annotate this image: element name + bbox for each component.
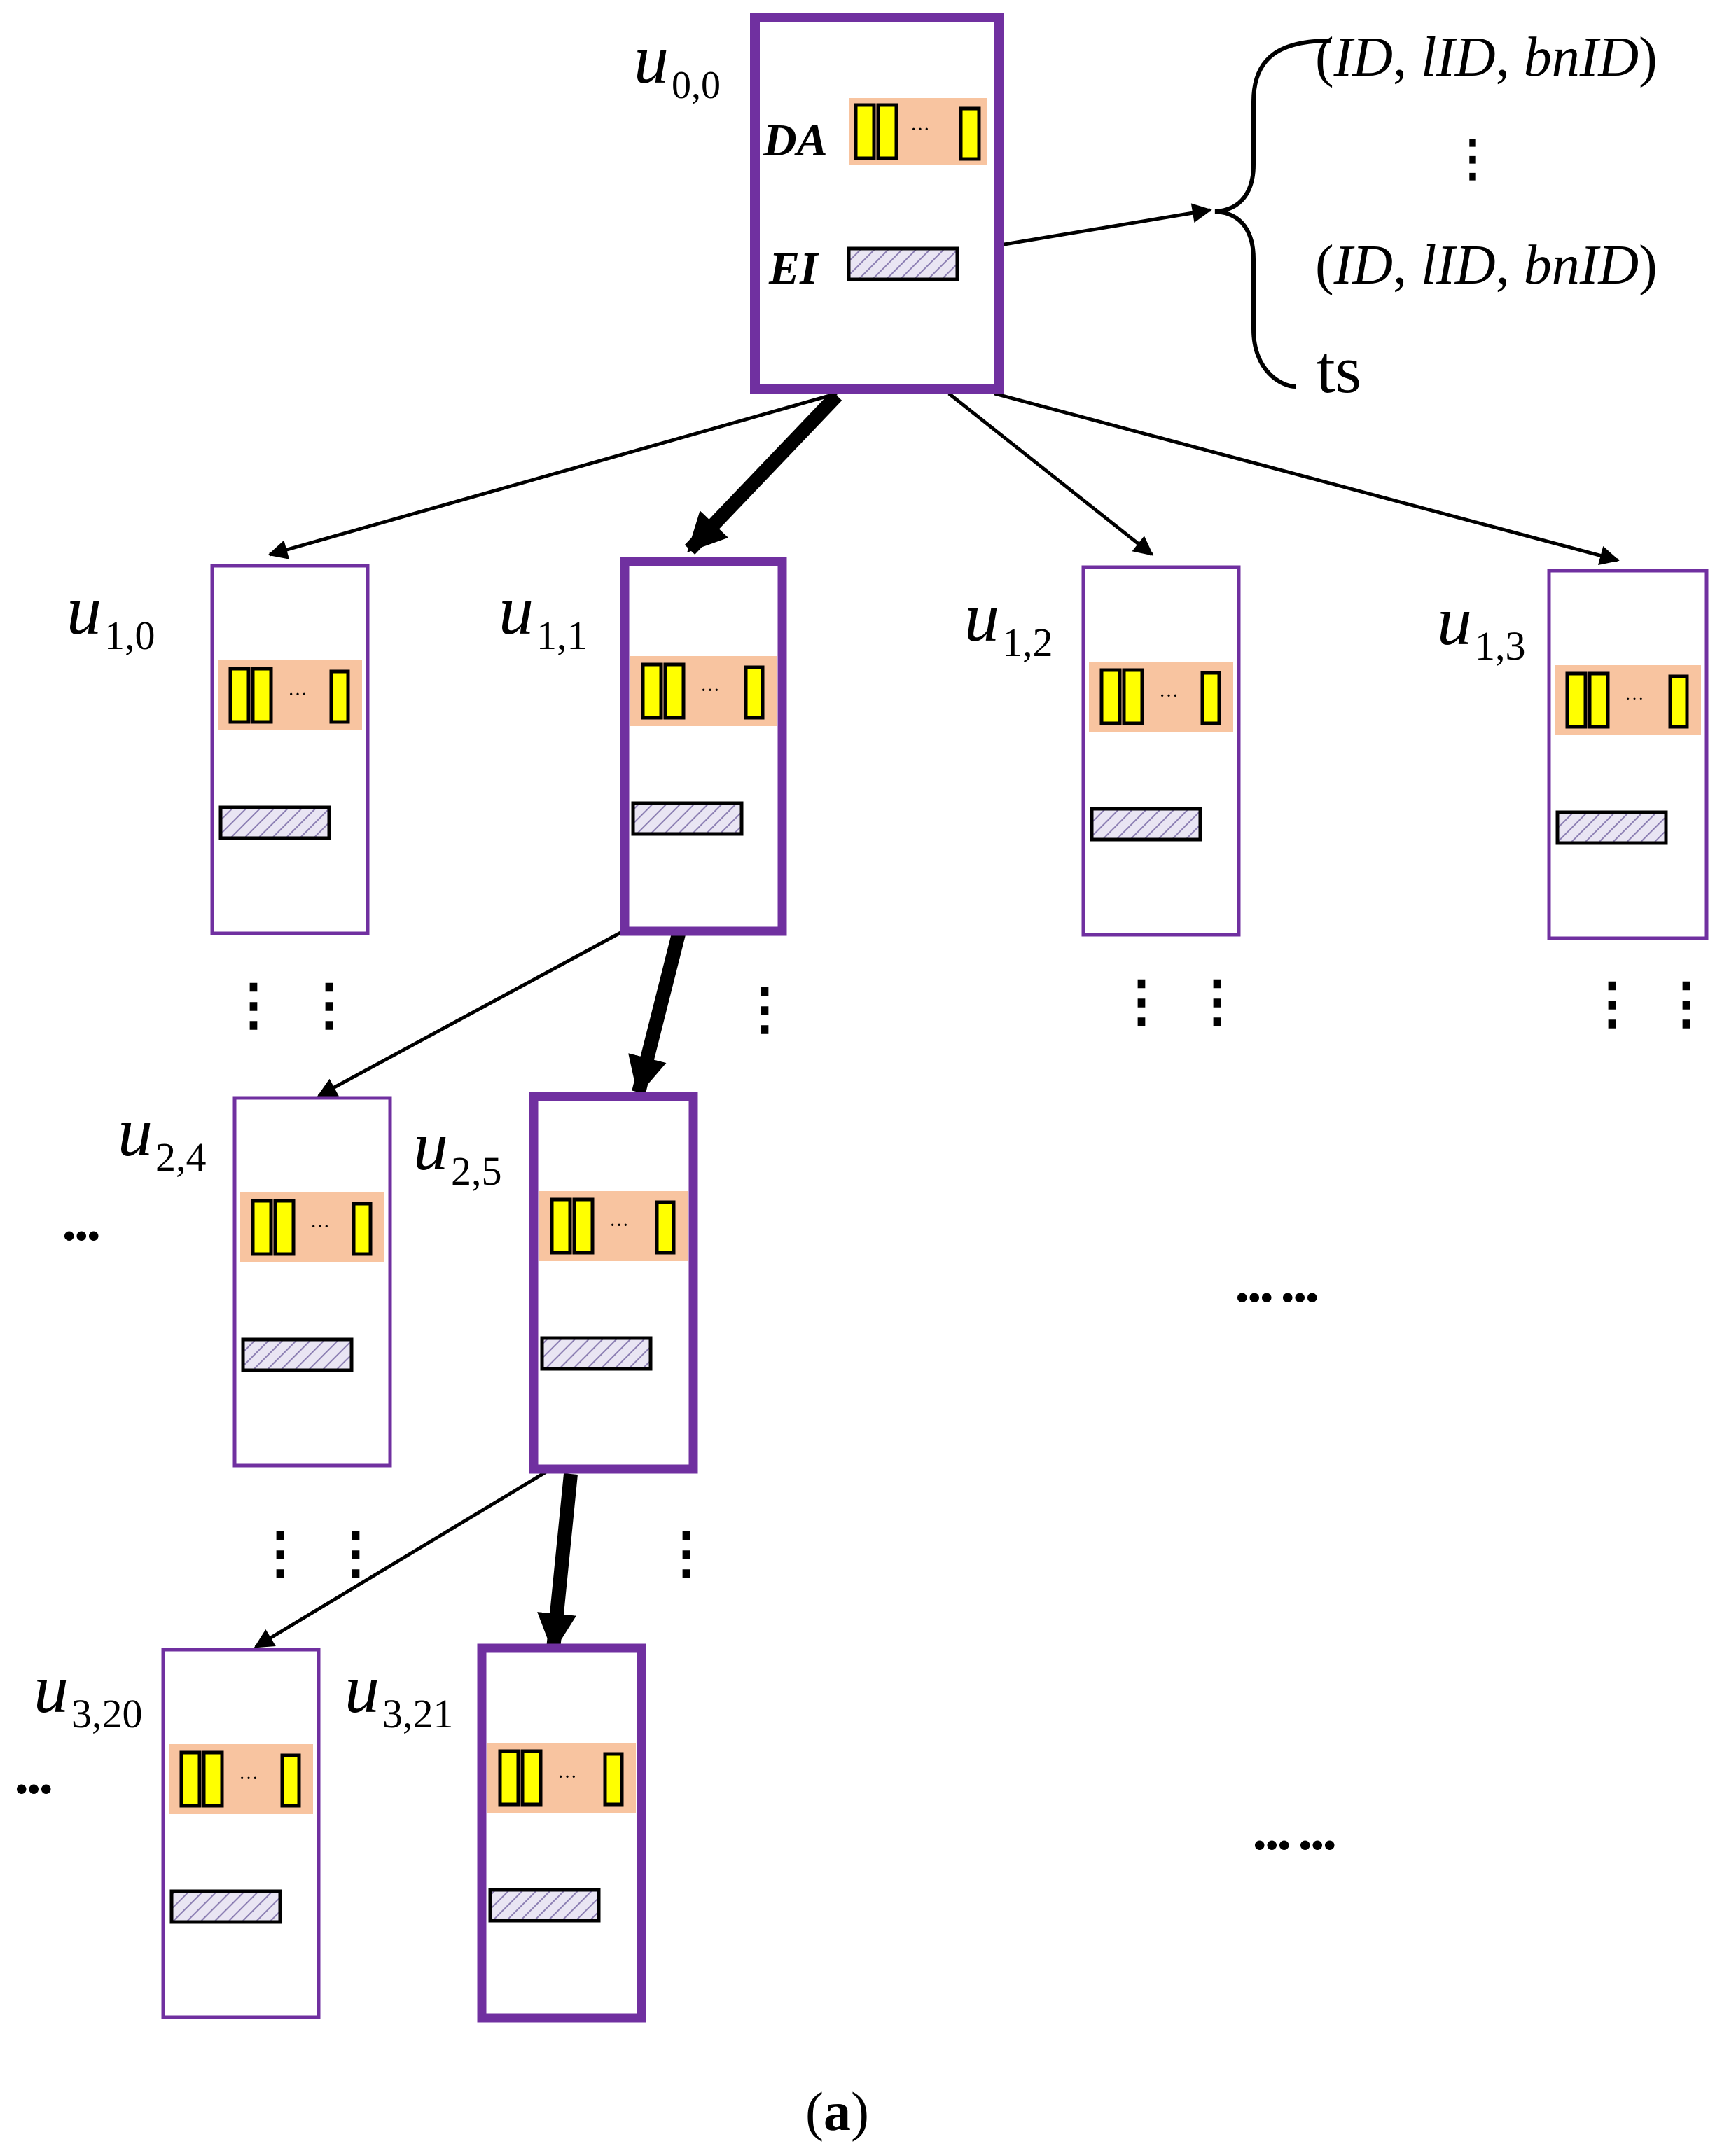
data-slot xyxy=(572,1197,595,1255)
ei-pointer-box xyxy=(1555,810,1668,845)
node-label: u1,1 xyxy=(499,571,588,658)
ellipses: ⋮ ⋮ ⋮ ⋮ ⋮ ⋮ ⋮ ••• ••• ••• ⋮ ⋮ ⋮ ••• ••• … xyxy=(15,971,1714,1865)
node-u3-20[interactable]: u3,20 ··· xyxy=(34,1648,321,2019)
data-slot xyxy=(280,1753,301,1808)
data-slot xyxy=(959,106,981,161)
ei-pointer-box xyxy=(218,805,331,840)
ei-label: EI xyxy=(768,243,819,294)
slot-ellipsis: ··· xyxy=(288,684,307,706)
node-label: u1,2 xyxy=(964,578,1053,665)
data-slot xyxy=(251,1199,273,1256)
slot-ellipsis: ··· xyxy=(239,1768,258,1790)
edge-root-to-u13 xyxy=(994,391,1620,566)
edges-bold xyxy=(537,391,842,1653)
bold-edge-u11-to-u25 xyxy=(628,929,686,1097)
data-slot xyxy=(1565,671,1588,729)
node-u1-2[interactable]: u1,2 ··· xyxy=(964,565,1241,937)
node-label: u3,20 xyxy=(34,1650,143,1736)
data-slot xyxy=(329,669,350,724)
data-slot xyxy=(641,662,663,720)
bold-edge-u25-to-u321 xyxy=(537,1473,578,1653)
hdots-level2-right: ••• ••• xyxy=(1236,1278,1319,1317)
child-nodes: u1,0 ··· u1,1 ··· u1,2 ··· u1,3 ··· u2,4 ··· u2,5 ·… xyxy=(34,557,1709,2023)
hdots-level2: ••• xyxy=(63,1216,100,1255)
node-u2-5[interactable]: u2,5 ··· xyxy=(413,1092,698,1474)
vdots-u13-b: ⋮ xyxy=(1658,973,1714,1035)
node-u2-4[interactable]: u2,4 ··· xyxy=(118,1093,392,1468)
vdots-u24-a: ⋮ xyxy=(252,1523,308,1585)
ei-pointer-box xyxy=(488,1888,601,1923)
data-slot xyxy=(1588,671,1610,729)
hdots-level3-right: ••• ••• xyxy=(1254,1825,1336,1865)
data-slot xyxy=(655,1200,676,1255)
node-root-label: u0,0 xyxy=(634,20,721,107)
edge-u11-to-u24 xyxy=(317,929,625,1098)
ei-pointer-box xyxy=(540,1336,653,1371)
edge-root-to-u12 xyxy=(947,392,1154,556)
data-slot xyxy=(1122,668,1144,725)
data-slot xyxy=(1668,674,1689,729)
data-slot xyxy=(854,103,876,160)
node-label: u2,4 xyxy=(118,1093,207,1180)
data-slot xyxy=(663,662,686,720)
vdots-u11: ⋮ xyxy=(737,979,793,1040)
ei-entries: (ID, lID, bnID) ⋮ (ID, lID, bnID) ts xyxy=(1214,27,1658,407)
bold-edge-root-to-u11 xyxy=(684,391,842,555)
vdots-u10-a: ⋮ xyxy=(225,975,282,1036)
node-u3-21[interactable]: u3,21 ··· xyxy=(345,1643,646,2023)
data-slot xyxy=(744,665,765,720)
node-root[interactable]: u0,0 DA ··· EI xyxy=(634,13,1004,394)
node-label: u3,21 xyxy=(345,1650,454,1736)
ei-pointer-box xyxy=(241,1337,354,1372)
vdots-u12-b: ⋮ xyxy=(1189,971,1245,1033)
da-label: DA xyxy=(763,115,828,166)
node-u1-0[interactable]: u1,0 ··· xyxy=(67,564,370,935)
node-u1-3[interactable]: u1,3 ··· xyxy=(1437,569,1709,940)
hdots-level3: ••• xyxy=(15,1769,53,1809)
data-slot xyxy=(520,1749,543,1807)
vdots-u13-a: ⋮ xyxy=(1584,973,1640,1035)
slot-ellipsis: ··· xyxy=(700,680,720,702)
data-slot xyxy=(273,1199,296,1256)
ei-pointer-box xyxy=(631,801,744,836)
ei-entry-vdots: ⋮ xyxy=(1448,132,1497,186)
figure-caption: (a) xyxy=(805,2081,869,2142)
data-slot xyxy=(352,1202,373,1256)
vdots-u24-b: ⋮ xyxy=(328,1523,384,1585)
slot-ellipsis: ··· xyxy=(1159,685,1179,707)
ei-pointer-box xyxy=(1090,807,1202,842)
vdots-u12-a: ⋮ xyxy=(1113,971,1169,1033)
ei-pointer-box xyxy=(847,246,959,281)
node-label: u2,5 xyxy=(413,1107,502,1194)
node-label: u1,3 xyxy=(1437,582,1526,669)
data-slot xyxy=(228,667,251,724)
data-slot xyxy=(202,1750,224,1808)
edges-thin xyxy=(254,203,1620,1649)
edge-root-to-u10 xyxy=(268,391,838,559)
node-u1-1[interactable]: u1,1 ··· xyxy=(499,557,787,936)
data-slot xyxy=(251,667,273,724)
slot-ellipsis: ··· xyxy=(609,1215,629,1237)
ei-entry-2: (ID, lID, bnID) xyxy=(1315,235,1658,296)
vdots-u25: ⋮ xyxy=(658,1523,714,1585)
data-slot xyxy=(498,1749,520,1807)
data-slot xyxy=(603,1752,624,1807)
slot-ellipsis: ··· xyxy=(557,1767,577,1788)
ei-timestamp: ts xyxy=(1317,332,1361,407)
node-label: u1,0 xyxy=(67,571,155,658)
slot-ellipsis: ··· xyxy=(1625,689,1644,711)
data-slot xyxy=(1099,668,1122,725)
curly-brace xyxy=(1214,39,1331,389)
slot-ellipsis: ··· xyxy=(310,1216,330,1238)
data-slot xyxy=(179,1750,202,1808)
vdots-u10-b: ⋮ xyxy=(301,975,357,1036)
data-slot xyxy=(550,1197,572,1255)
data-slot xyxy=(1200,671,1221,725)
ei-entry-1: (ID, lID, bnID) xyxy=(1315,27,1658,88)
edge-u25-to-u320 xyxy=(254,1470,548,1649)
ei-pointer-box xyxy=(169,1889,282,1924)
slot-ellipsis: ··· xyxy=(910,119,930,141)
data-slot xyxy=(876,103,898,160)
